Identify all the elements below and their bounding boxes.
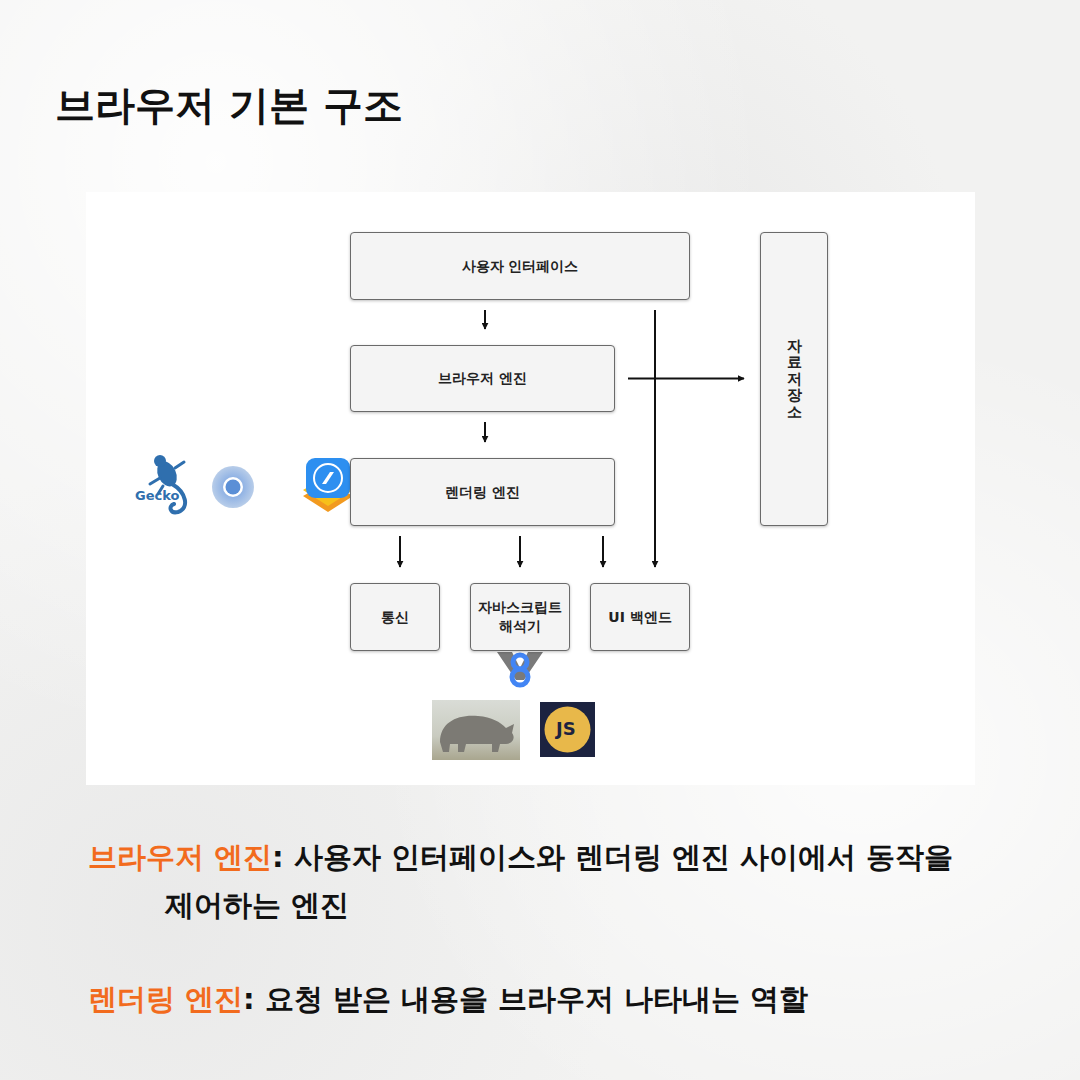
spidermonkey-logo [540,702,595,757]
arrow-connector [519,536,521,567]
box-label: UI 백엔드 [608,608,671,627]
box-label: 렌더링 엔진 [445,483,520,502]
arrow-connector [628,378,744,380]
definition-text: : 요청 받은 내용을 브라우저 나타내는 역할 [243,982,808,1016]
definition-line: 렌더링 엔진: 요청 받은 내용을 브라우저 나타내는 역할 [88,975,988,1023]
process-box: 통신 [350,583,440,651]
term: 렌더링 엔진 [88,982,243,1016]
box-label: 사용자 인터페이스 [462,257,579,276]
definition-line: 브라우저 엔진: 사용자 인터페이스와 렌더링 엔진 사이에서 동작을 제어하는… [88,833,988,929]
box-label: 자바스크립트 해석기 [477,598,563,636]
process-box: 브라우저 엔진 [350,345,615,412]
gecko-logo [150,455,185,512]
arrow-connector [399,536,401,567]
term: 브라우저 엔진 [88,840,272,874]
process-box: 사용자 인터페이스 [350,232,690,300]
arrow-connector [484,422,486,442]
page-title: 브라우저 기본 구조 [55,78,403,133]
chrome-logo [212,466,254,508]
logo-text: JS [556,718,576,739]
arrow-connector [484,310,486,329]
process-box: 자바스크립트 해석기 [470,583,570,651]
definition-text: : 사용자 인터페이스와 렌더링 엔진 사이에서 동작을 제어하는 엔진 [165,840,953,922]
process-box: 렌더링 엔진 [350,458,615,526]
process-box: UI 백엔드 [590,583,690,651]
arrow-connector [602,536,604,567]
arrow-connector [654,310,656,567]
logo-text: Gecko [135,488,179,503]
box-label: 자료 저장소 [787,338,802,421]
storage-box: 자료 저장소 [760,232,828,526]
v8-logo [497,652,543,685]
box-label: 통신 [381,608,409,627]
box-label: 브라우저 엔진 [438,369,527,388]
rhino-photo [432,700,520,760]
webkit-logo [303,458,353,512]
